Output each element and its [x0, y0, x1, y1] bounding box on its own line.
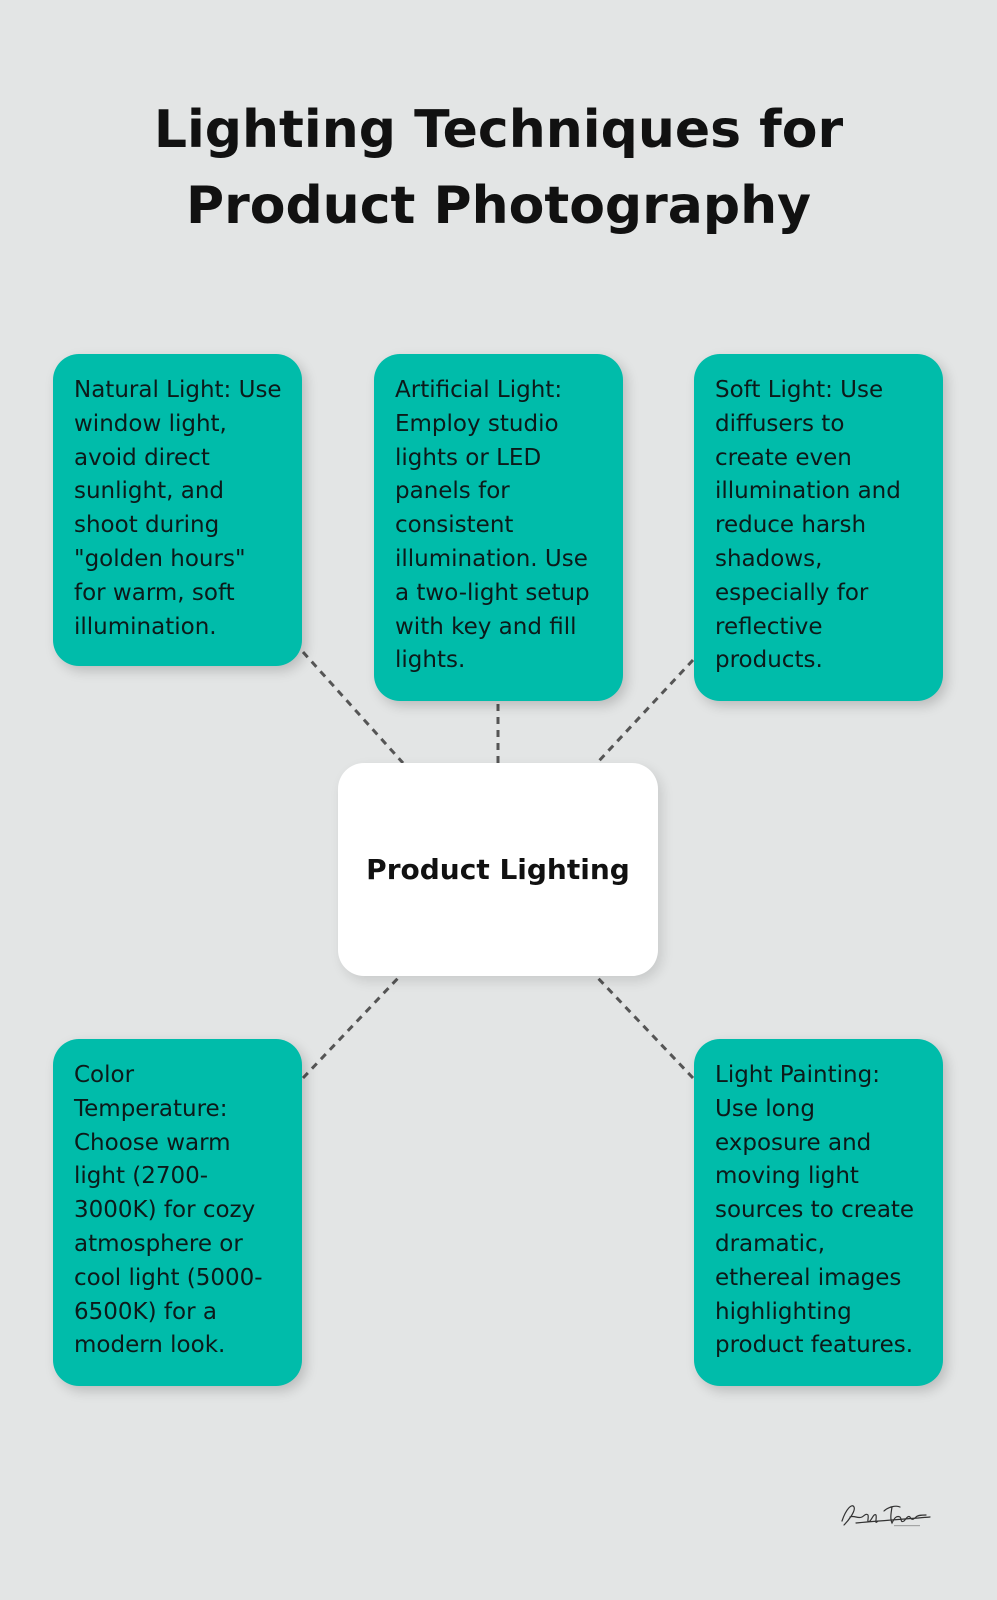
page-title: Lighting Techniques for Product Photogra… — [0, 92, 997, 244]
card-natural-light: Natural Light: Use window light, avoid d… — [53, 354, 302, 666]
card-color-temperature: Color Temperature: Choose warm light (27… — [53, 1039, 302, 1386]
card-artificial-light: Artificial Light: Employ studio lights o… — [374, 354, 623, 701]
connector-color-temperature — [301, 974, 402, 1080]
card-natural-light-text: Natural Light: Use window light, avoid d… — [74, 377, 282, 640]
connector-light-painting — [594, 974, 695, 1080]
title-line-2: Product Photography — [185, 176, 812, 236]
card-light-painting-text: Light Painting: Use long exposure and mo… — [715, 1062, 915, 1359]
hub-label: Product Lighting — [366, 853, 630, 886]
card-light-painting: Light Painting: Use long exposure and mo… — [694, 1039, 943, 1386]
hub-product-lighting: Product Lighting — [338, 763, 658, 976]
signature-logo-icon — [841, 1505, 931, 1527]
card-soft-light-text: Soft Light: Use diffusers to create even… — [715, 377, 901, 674]
title-line-1: Lighting Techniques for — [153, 100, 844, 160]
card-artificial-light-text: Artificial Light: Employ studio lights o… — [395, 377, 590, 674]
card-soft-light: Soft Light: Use diffusers to create even… — [694, 354, 943, 701]
card-color-temperature-text: Color Temperature: Choose warm light (27… — [74, 1062, 263, 1359]
connector-soft — [595, 658, 695, 765]
